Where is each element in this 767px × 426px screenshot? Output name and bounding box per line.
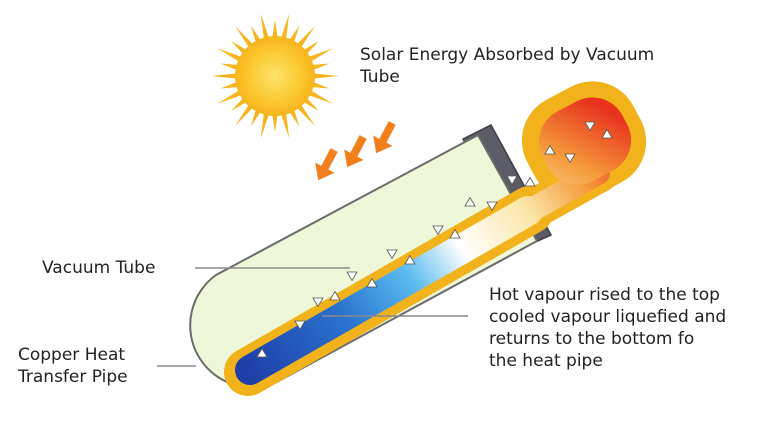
hot-vapour-label-line-3: returns to the bottom fo: [489, 329, 695, 349]
sun-ray: [235, 25, 254, 49]
sun-ray: [220, 81, 239, 89]
triangle-icon: [449, 228, 461, 239]
triangle-icon: [464, 196, 476, 207]
sunlight-arrows: [315, 121, 396, 181]
triangle-icon: [312, 297, 324, 308]
sun-ray: [260, 13, 270, 40]
sun-ray: [220, 63, 239, 71]
solar-energy-label: Solar Energy Absorbed by Vacuum Tube: [360, 44, 654, 88]
sun-ray: [217, 48, 243, 62]
arrow-down-icon: [315, 148, 338, 181]
triangle-icon: [564, 153, 576, 164]
triangle-icon: [294, 320, 306, 331]
triangle-icon: [329, 290, 341, 301]
triangle-icon: [506, 175, 518, 186]
triangle-icon: [601, 128, 613, 139]
vapour-particles: [256, 121, 613, 358]
copper-pipe-label-line-1: Copper Heat: [18, 345, 126, 365]
copper-heat-transfer-pipe: [224, 81, 647, 396]
sun-ray: [296, 25, 315, 49]
hot-vapour-label-line-2: cooled vapour liquefied and: [489, 307, 727, 327]
sun-ray: [211, 73, 238, 79]
sun-ray: [312, 73, 339, 79]
sun-ray: [311, 81, 330, 89]
sun-ray: [250, 25, 261, 44]
sun-ray: [289, 25, 300, 44]
triangle-icon: [366, 277, 378, 288]
sun-ray: [289, 108, 300, 127]
sun-ray: [311, 63, 330, 71]
sun-ray: [272, 113, 278, 132]
sun-ray: [307, 48, 333, 62]
sun-ray: [302, 41, 319, 55]
copper-pipe-label-line-2: Transfer Pipe: [18, 367, 128, 387]
vacuum-tube-label-line-1: Vacuum Tube: [42, 258, 156, 278]
sun-ray: [272, 20, 278, 39]
triangle-icon: [432, 225, 444, 236]
triangle-icon: [404, 254, 416, 265]
sun-ray: [250, 108, 261, 127]
sun-ray: [307, 90, 333, 104]
triangle-icon: [386, 249, 398, 260]
sun-ray: [231, 41, 248, 55]
sun-rays: [211, 13, 339, 139]
sun-ray: [280, 112, 290, 139]
copper-pipe-label: Copper Heat Transfer Pipe: [18, 344, 128, 388]
hot-vapour-label-line-1: Hot vapour rised to the top: [489, 285, 720, 305]
triangle-icon: [544, 144, 556, 155]
sun-icon: [211, 13, 339, 139]
solar-energy-label-line-2: Tube: [360, 67, 400, 87]
hot-vapour-label-line-4: the heat pipe: [489, 351, 603, 371]
sun-ray: [280, 13, 290, 40]
triangle-icon: [584, 121, 596, 132]
triangle-icon: [486, 201, 498, 212]
triangle-icon: [346, 271, 358, 282]
sun-ray: [231, 97, 248, 111]
sun-ray: [296, 103, 315, 127]
vacuum-tube-label: Vacuum Tube: [42, 257, 155, 279]
sun-ray: [260, 112, 270, 139]
arrow-down-icon: [344, 135, 367, 168]
solar-energy-label-line-1: Solar Energy Absorbed by Vacuum: [360, 45, 655, 65]
leader-lines: [157, 267, 468, 367]
sun-ray: [235, 103, 254, 127]
triangle-icon: [256, 347, 268, 358]
triangle-icon: [524, 176, 536, 187]
hot-vapour-label: Hot vapour rised to the top cooled vapou…: [489, 284, 726, 372]
sun-ray: [302, 97, 319, 111]
sun-ray: [217, 90, 243, 104]
sun-core: [235, 36, 315, 116]
arrow-down-icon: [373, 121, 396, 154]
